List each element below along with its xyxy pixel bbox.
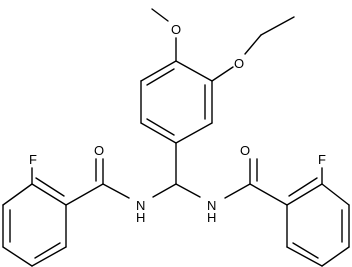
left-nitrogen-hydrogen-label: H [136, 210, 145, 225]
bond [244, 34, 262, 55]
right-nitrogen-hydrogen-label: H [207, 210, 216, 225]
bond [146, 68, 175, 86]
right-fluorine-label: F [318, 152, 326, 167]
bond [140, 122, 177, 144]
left-fluorine-label: F [29, 152, 37, 167]
bond [175, 183, 201, 198]
bond [140, 60, 177, 82]
bond [2, 246, 33, 267]
methoxy-oxygen-label: O [171, 22, 181, 37]
bond [2, 183, 33, 206]
bond [31, 183, 67, 206]
bond [224, 183, 251, 199]
atom-label-layer: O O O O N H N H F F [29, 22, 326, 225]
bond [292, 242, 319, 259]
left-nitrogen-label: N [136, 198, 145, 213]
bond [286, 246, 323, 267]
bond [31, 246, 67, 267]
bond [175, 122, 213, 144]
bond [152, 183, 177, 198]
right-carbonyl-oxygen-label: O [240, 143, 250, 158]
bond [65, 183, 104, 206]
ethoxy-oxygen-label: O [234, 56, 244, 71]
bond [260, 16, 295, 36]
bond [288, 177, 318, 197]
bond [321, 183, 350, 206]
bond [35, 177, 65, 197]
left-carbonyl-oxygen-label: O [94, 143, 104, 158]
bond [151, 8, 169, 22]
bond [286, 183, 323, 206]
bond [34, 242, 61, 259]
right-nitrogen-label: N [207, 198, 216, 213]
bond [249, 183, 288, 206]
bond [211, 66, 234, 82]
bond [102, 183, 130, 199]
bond [146, 118, 175, 136]
bond-layer [2, 8, 350, 267]
bond [321, 246, 350, 267]
bond [175, 60, 213, 82]
